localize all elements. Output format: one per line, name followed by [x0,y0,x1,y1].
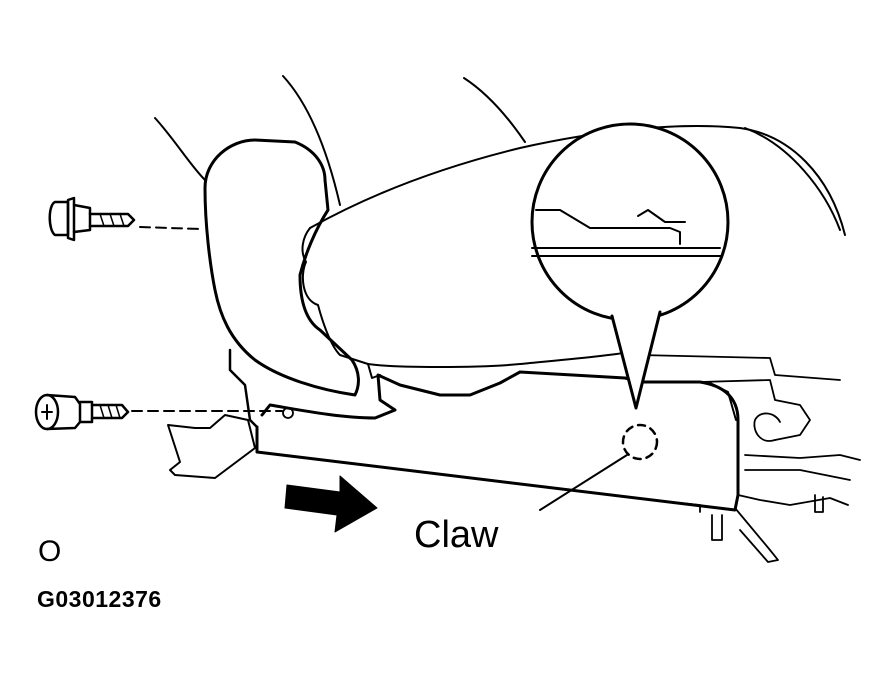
seat-rail [639,354,861,563]
removal-direction-arrow [284,475,378,533]
side-shield[interactable] [203,138,740,512]
clip-pin-icon[interactable] [48,196,201,242]
claw-label: Claw [414,514,499,556]
phillips-screw-icon[interactable] [34,393,294,431]
front-bracket [167,414,256,479]
view-marker: O [38,535,62,568]
figure-id: G03012376 [37,586,162,612]
claw-location-marker [539,423,659,511]
claw-detail-magnifier [530,122,730,410]
seatback-outline [154,75,526,206]
